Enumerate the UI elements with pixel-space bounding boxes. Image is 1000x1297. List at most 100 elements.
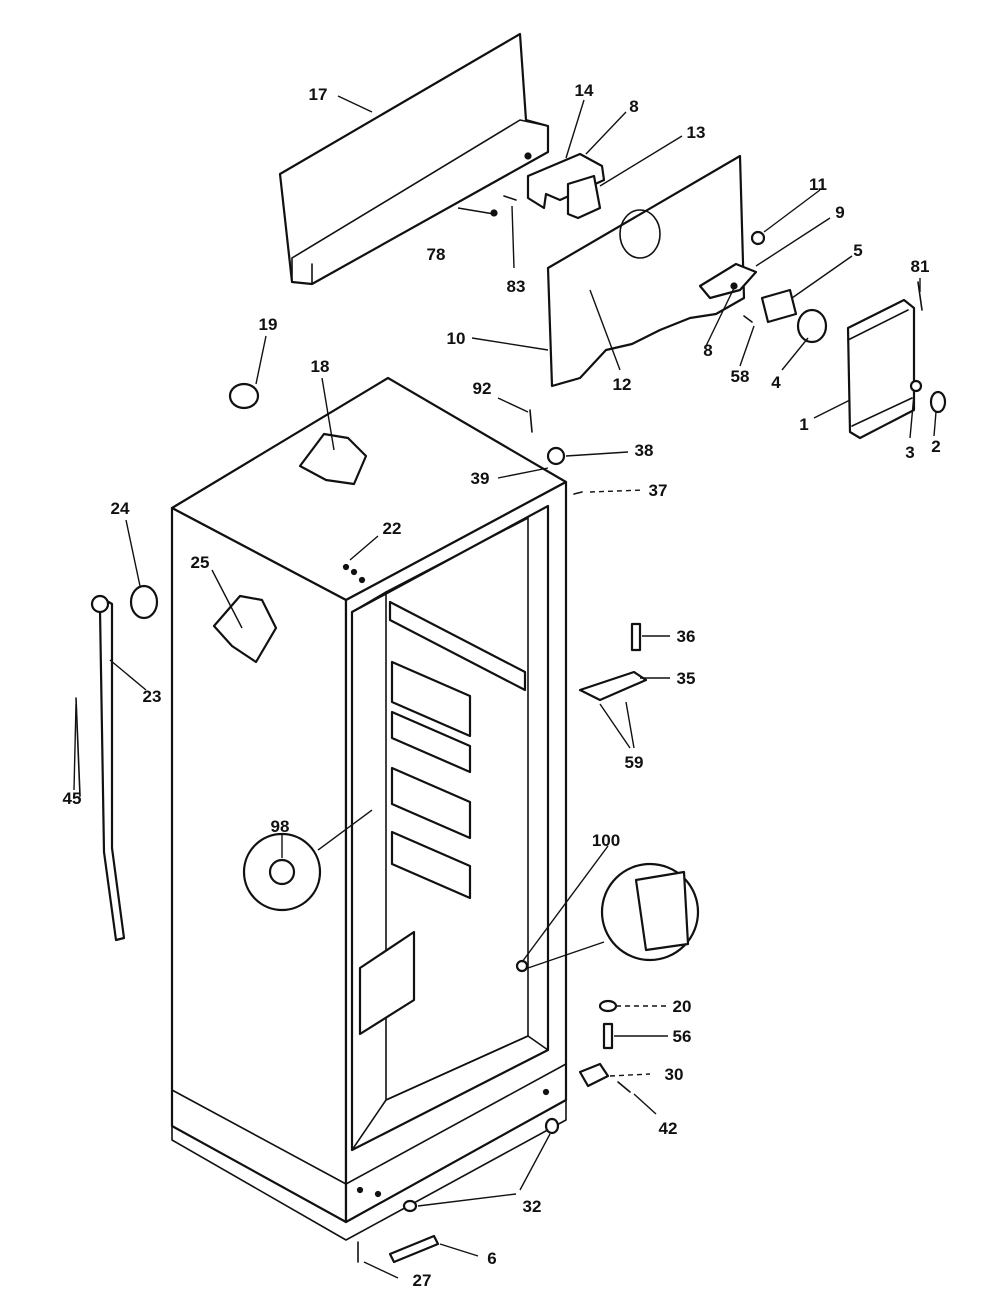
plug-part-11 <box>750 230 766 246</box>
spring-part-83 <box>503 195 517 201</box>
callout-19: 19 <box>259 315 278 334</box>
shelf-supports <box>390 660 472 900</box>
callout-36: 36 <box>677 627 696 646</box>
leader-line <box>439 1243 479 1257</box>
callout-8-lower: 8 <box>703 341 712 360</box>
cap-part-24 <box>129 584 159 620</box>
frame-hole <box>374 1190 382 1198</box>
frame-hole <box>542 1088 550 1096</box>
callout-27: 27 <box>413 1271 432 1290</box>
callout-30: 30 <box>665 1065 684 1084</box>
screw-part-58 <box>743 315 753 323</box>
plug-part-32-a <box>544 1117 560 1135</box>
control-housing-part-1 <box>846 298 916 440</box>
callout-18: 18 <box>311 357 330 376</box>
callout-10: 10 <box>447 329 466 348</box>
callout-83: 83 <box>507 277 526 296</box>
patch-part-18 <box>298 432 368 486</box>
hinge-part-30 <box>578 1062 610 1088</box>
leader-line <box>125 519 141 587</box>
callout-22: 22 <box>383 519 402 538</box>
leader-line <box>565 99 585 159</box>
cam-part-13 <box>566 174 602 220</box>
callout-81: 81 <box>911 257 930 276</box>
callout-17: 17 <box>309 85 328 104</box>
cabinet-bottom-front <box>171 1099 567 1241</box>
leader-line <box>363 1261 399 1279</box>
washer-part-20 <box>598 999 618 1013</box>
fan-blade-part-4 <box>796 308 828 344</box>
callout-39: 39 <box>471 469 490 488</box>
leader-line <box>471 337 549 351</box>
leader-line <box>625 701 635 749</box>
evaporator-cover-part-10 <box>546 154 746 388</box>
callout-20: 20 <box>673 997 692 1016</box>
grille-part-6 <box>388 1234 440 1264</box>
leader-line <box>211 569 243 629</box>
leader-line <box>609 1073 651 1077</box>
frame-hole <box>356 1186 364 1194</box>
leader-line <box>599 703 631 749</box>
leader-line <box>909 393 915 439</box>
hinge-part-38 <box>546 446 566 466</box>
callout-59: 59 <box>625 753 644 772</box>
leader-line <box>519 1133 551 1191</box>
cabinet <box>170 376 568 1241</box>
callout-8-top: 8 <box>629 97 638 116</box>
leader-line <box>763 189 821 233</box>
leader-line <box>73 703 77 791</box>
control-housing-knob-area <box>847 309 913 427</box>
leader-line <box>527 941 605 969</box>
top-shelf-rail <box>388 600 527 692</box>
callout-45: 45 <box>63 789 82 808</box>
handle-part-23 <box>90 596 126 942</box>
leader-line <box>791 255 853 299</box>
motor-bracket-part-5 <box>760 288 798 324</box>
leader-line <box>933 411 937 437</box>
leader-line <box>781 337 809 371</box>
fasteners <box>342 152 923 1093</box>
callout-56: 56 <box>673 1027 692 1046</box>
leader-line <box>417 1193 517 1207</box>
callout-58: 58 <box>731 367 750 386</box>
knob-part-2 <box>929 390 947 414</box>
callout-32: 32 <box>523 1197 542 1216</box>
leader-line <box>321 377 335 451</box>
leader-line <box>521 845 609 963</box>
crisper-cover-support <box>358 930 416 1036</box>
leader-line <box>585 111 627 155</box>
shelf-support <box>390 830 472 900</box>
leader-line <box>599 135 683 187</box>
callout-5: 5 <box>853 241 862 260</box>
plug-part-32-b <box>402 1199 418 1213</box>
hinge-pin-part-56 <box>602 1022 614 1050</box>
frame-hole <box>358 576 366 584</box>
callout-25: 25 <box>191 553 210 572</box>
leader-line <box>705 287 735 347</box>
leader-line <box>813 399 851 419</box>
dial-center <box>268 858 296 886</box>
leader-line <box>511 205 515 269</box>
leader-line <box>497 467 549 479</box>
callout-9: 9 <box>835 203 844 222</box>
callout-3: 3 <box>905 443 914 462</box>
hinge-part-35 <box>578 670 648 702</box>
callout-38: 38 <box>635 441 654 460</box>
leader-line <box>255 335 267 385</box>
cover-port <box>619 209 661 259</box>
leader-line <box>349 535 379 561</box>
callout-92: 92 <box>473 379 492 398</box>
cabinet-base-strip <box>171 1063 567 1185</box>
cabinet-liner-corner <box>351 591 387 613</box>
cabinet-liner-floor <box>351 1035 549 1151</box>
callout-98: 98 <box>271 817 290 836</box>
callout-4: 4 <box>771 373 781 392</box>
callout-100: 100 <box>592 831 620 850</box>
callout-2: 2 <box>931 437 940 456</box>
leader-line <box>565 451 629 457</box>
leader-line <box>739 325 755 367</box>
callout-37: 37 <box>649 481 668 500</box>
screw-part-81 <box>917 281 923 311</box>
